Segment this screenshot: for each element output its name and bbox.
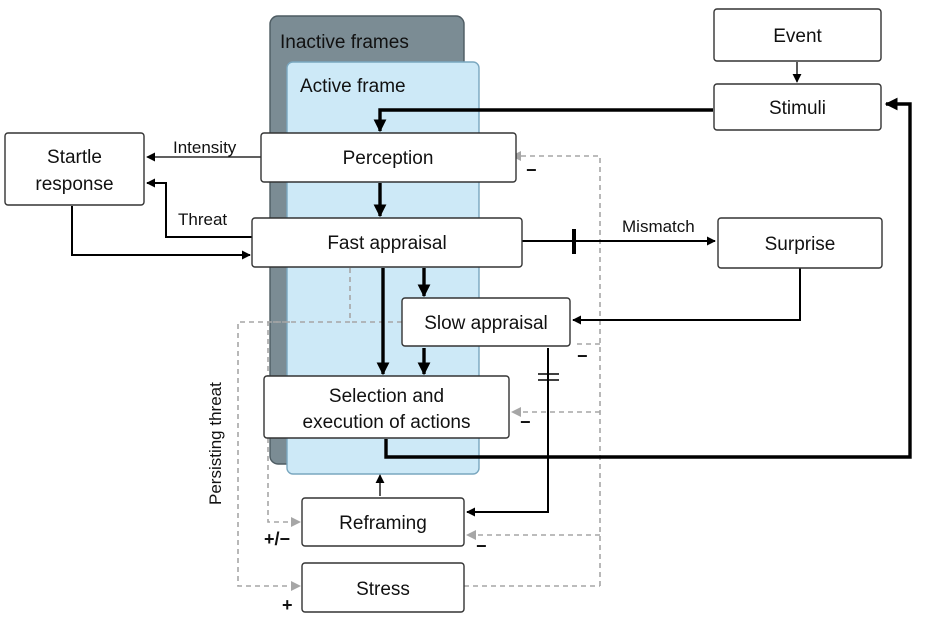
startle-label-line2: response [35,174,113,195]
node-surprise: Surprise [717,217,883,269]
minus-sign-selection: − [520,412,531,432]
fast-appraisal-label: Fast appraisal [327,233,446,254]
node-stress: Stress [301,562,465,613]
plus-sign-stress: + [282,595,293,615]
dashed-feedback-lines [237,151,601,591]
startle-label-line1: Startle [47,147,102,168]
slow-appraisal-label: Slow appraisal [424,313,548,334]
node-stimuli: Stimuli [713,83,882,131]
intensity-label: Intensity [173,138,237,157]
threat-label: Threat [178,210,227,229]
event-label: Event [773,26,822,47]
node-startle-response: Startle response [4,132,145,206]
minus-sign-slow-appraisal: − [577,346,588,366]
node-fast-appraisal: Fast appraisal [251,217,523,268]
minus-sign-reframing: − [476,536,487,556]
stimuli-label: Stimuli [769,98,826,119]
plus-minus-sign-reframing: +/− [264,529,290,549]
node-reframing: Reframing [301,497,465,547]
inactive-frames-label: Inactive frames [280,32,409,53]
mismatch-label: Mismatch [622,217,695,236]
persisting-threat-label: Persisting threat [206,382,225,505]
selection-label-line2: execution of actions [303,412,471,433]
node-event: Event [713,8,882,62]
surprise-label: Surprise [765,234,836,255]
stress-label: Stress [356,579,410,600]
minus-sign-perception: − [526,160,537,180]
active-frame-label: Active frame [300,76,406,97]
perception-label: Perception [343,148,434,169]
node-selection-execution: Selection and execution of actions [263,375,510,439]
node-perception: Perception [260,132,517,183]
selection-label-line1: Selection and [329,386,444,407]
solid-edges [71,62,912,517]
node-slow-appraisal: Slow appraisal [401,297,571,347]
reframing-label: Reframing [339,513,427,534]
